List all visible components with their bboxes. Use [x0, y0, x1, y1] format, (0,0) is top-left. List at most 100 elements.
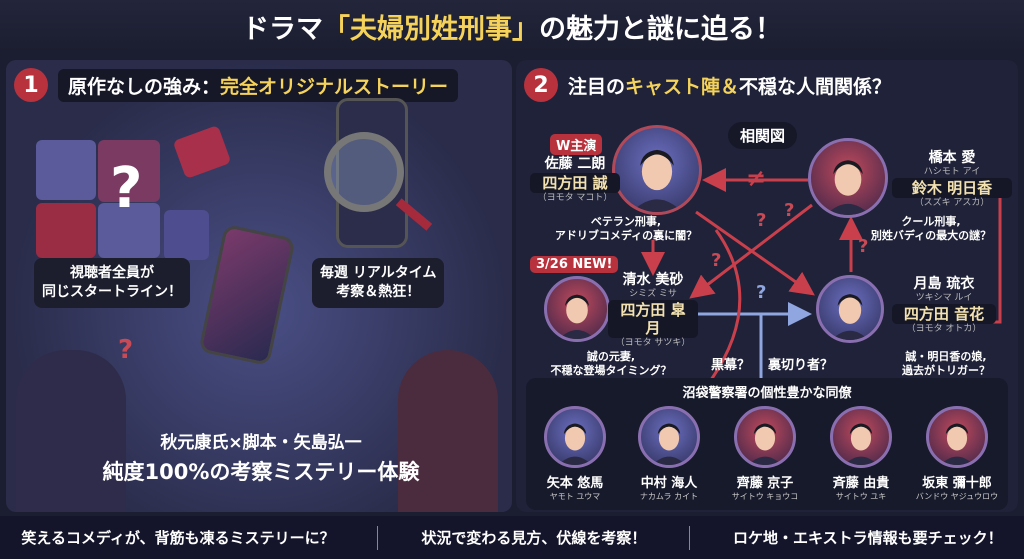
colleague-card: 矢本 悠馬ヤモト ユウマ — [530, 406, 620, 502]
portrait-sato-jiro — [612, 125, 702, 215]
heading-pre: 注目の — [568, 75, 626, 98]
question-mark: ? — [110, 156, 143, 221]
colleague-portrait — [830, 406, 892, 468]
divider — [377, 525, 379, 550]
face-icon — [825, 160, 871, 215]
colleague-card: 斉藤 由貴サイトウ ユキ — [816, 406, 906, 502]
bottom-bar: 笑えるコメディが、背筋も凍るミステリーに？ 状況で変わる見方、伏線を考察！ ロケ… — [0, 516, 1024, 559]
question-mark-icon: ? — [711, 250, 722, 271]
colleague-portrait — [544, 406, 606, 468]
section-heading-1: 1 原作なしの強み：完全オリジナルストーリー — [14, 68, 459, 102]
thinking-woman-illustration — [398, 350, 498, 512]
page-title: ドラマ「夫婦別姓刑事」の魅力と謎に迫る！ — [0, 0, 1024, 52]
desc-line: 不穏な登場タイミング？ — [550, 364, 672, 378]
colleague-portrait — [926, 406, 988, 468]
title-post: の魅力と謎に迫る！ — [539, 13, 782, 45]
role-name: 四方田 皐月 — [608, 299, 698, 338]
role-name: 四方田 音花 — [892, 303, 996, 324]
colleague-name: 斉藤 由貴 — [832, 476, 890, 491]
bottom-point: 状況で変わる見方、伏線を考察！ — [421, 529, 647, 547]
cast-shimizu: 清水 美砂シミズ ミサ四方田 皐月（ヨモタ サツキ） — [608, 272, 698, 348]
actor-name: 清水 美砂 — [622, 272, 684, 288]
role-name: 四方田 誠 — [530, 172, 620, 193]
actor-kana: ツキシマ ルイ — [915, 292, 973, 303]
question-mark-icon: ? — [118, 335, 134, 365]
actor-name: 月島 琉衣 — [913, 276, 975, 292]
w-lead-badge: W主演 — [550, 134, 603, 155]
question-mark-icon: ? — [756, 210, 767, 231]
section-number: 2 — [524, 68, 558, 102]
colleagues-box: 沼袋警察署の個性豊かな同僚 矢本 悠馬ヤモト ユウマ 中村 海人ナカムラ カイト… — [526, 378, 1008, 510]
cast-desc: 誠・明日香の娘,過去がトリガー？ — [886, 350, 1006, 379]
portrait-tsukishima-rui — [816, 275, 884, 343]
colleagues-title: 沼袋警察署の個性豊かな同僚 — [682, 386, 852, 401]
title-highlight: 「夫婦別姓刑事」 — [323, 13, 539, 45]
new-badge: 3/26 NEW! — [530, 256, 619, 273]
cast-desc: 誠の元妻,不穏な登場タイミング？ — [536, 350, 686, 379]
phone-icon — [198, 223, 296, 367]
bubble-line: 考察＆熱狂！ — [336, 283, 421, 300]
colleague-kana: サイトウ キョウコ — [731, 492, 799, 501]
title-pre: ドラマ — [242, 13, 323, 45]
cast-panel: 2 注目のキャスト陣＆不穏な人間関係？ 相関図 ≠ ? ? ? ? ? W主演 … — [516, 60, 1018, 512]
mystery-traitor: 裏切り者？ — [768, 358, 834, 373]
divider — [689, 525, 691, 550]
heading-post: 不穏な人間関係？ — [739, 75, 892, 98]
actor-kana: ハシモト アイ — [923, 166, 981, 177]
face-icon — [558, 423, 592, 465]
cast-hashimoto: 橋本 愛ハシモト アイ鈴木 明日香（スズキ アスカ） — [892, 150, 1012, 208]
face-icon — [559, 294, 595, 339]
bottom-point: ロケ地・エキストラ情報も要チェック！ — [733, 529, 1003, 547]
heading-highlight: キャスト陣＆ — [625, 75, 740, 98]
colleague-name: 矢本 悠馬 — [546, 476, 604, 491]
mystery-mastermind: 黒幕？ — [711, 358, 751, 373]
colleague-kana: サイトウ ユキ — [835, 492, 887, 501]
tagline: 純度100%の考察ミステリー体験 — [102, 460, 420, 484]
portrait-shimizu-misa — [544, 276, 610, 342]
face-icon — [844, 423, 878, 465]
relationship-arrows — [641, 168, 1002, 381]
colleague-name: 中村 海人 — [640, 476, 698, 491]
colleague-portrait — [638, 406, 700, 468]
actor-name: 佐藤 二朗 — [544, 156, 606, 172]
role-kana: （ヨモタ オトカ） — [906, 323, 982, 334]
section-heading-2: 2 注目のキャスト陣＆不穏な人間関係？ — [524, 68, 891, 102]
colleague-card: 坂東 彌十郎バンドウ ヤジュウロウ — [912, 406, 1002, 502]
face-icon — [748, 423, 782, 465]
cast-sato: 佐藤 二朗四方田 誠（ヨモタ マコト） — [530, 156, 620, 204]
desc-line: 別姓バディの最大の謎？ — [870, 229, 992, 243]
desc-line: 過去がトリガー？ — [902, 364, 990, 378]
credits-line: 秋元康氏×脚本・矢島弘一 — [160, 433, 362, 453]
question-mark-icon: ? — [756, 282, 767, 303]
colleague-kana: バンドウ ヤジュウロウ — [915, 492, 999, 501]
colleague-kana: ナカムラ カイト — [639, 492, 699, 501]
desc-line: ベテラン刑事, — [590, 215, 662, 228]
heading-pre: 原作なしの強み： — [68, 75, 221, 98]
bubble-line: 毎週 リアルタイム — [320, 265, 437, 281]
question-mark-icon: ? — [858, 236, 869, 257]
role-kana: （ヨモタ サツキ） — [615, 337, 691, 348]
heading-highlight: 完全オリジナルストーリー — [220, 75, 449, 98]
cast-desc: クール刑事,別姓バディの最大の謎？ — [856, 215, 1006, 244]
bubble-realtime: 毎週 リアルタイム考察＆熱狂！ — [312, 258, 445, 308]
role-name: 鈴木 明日香 — [892, 177, 1012, 198]
bottom-point: 笑えるコメディが、背筋も凍るミステリーに？ — [21, 529, 335, 547]
original-story-panel: 1 原作なしの強み：完全オリジナルストーリー ? 視聴者全員が同じスタートライン… — [6, 60, 512, 512]
desc-line: アドリブコメディの裏に闇？ — [554, 229, 698, 243]
colleague-name: 坂東 彌十郎 — [922, 476, 992, 491]
face-icon — [831, 294, 869, 340]
section-number: 1 — [14, 68, 48, 102]
desc-line: 誠の元妻, — [586, 350, 636, 363]
face-icon — [631, 149, 683, 212]
colleague-name: 齊藤 京子 — [736, 476, 794, 491]
thinking-man-illustration — [16, 350, 126, 512]
colleague-card: 齊藤 京子サイトウ キョウコ — [720, 406, 810, 502]
role-kana: （ヨモタ マコト） — [537, 192, 613, 203]
role-kana: （スズキ アスカ） — [914, 197, 990, 208]
colleague-kana: ヤモト ユウマ — [549, 492, 601, 501]
desc-line: クール刑事, — [901, 215, 961, 228]
colleague-card: 中村 海人ナカムラ カイト — [624, 406, 714, 502]
not-equal-icon: ≠ — [746, 164, 767, 192]
portrait-hashimoto-ai — [808, 138, 888, 218]
face-icon — [652, 423, 686, 465]
